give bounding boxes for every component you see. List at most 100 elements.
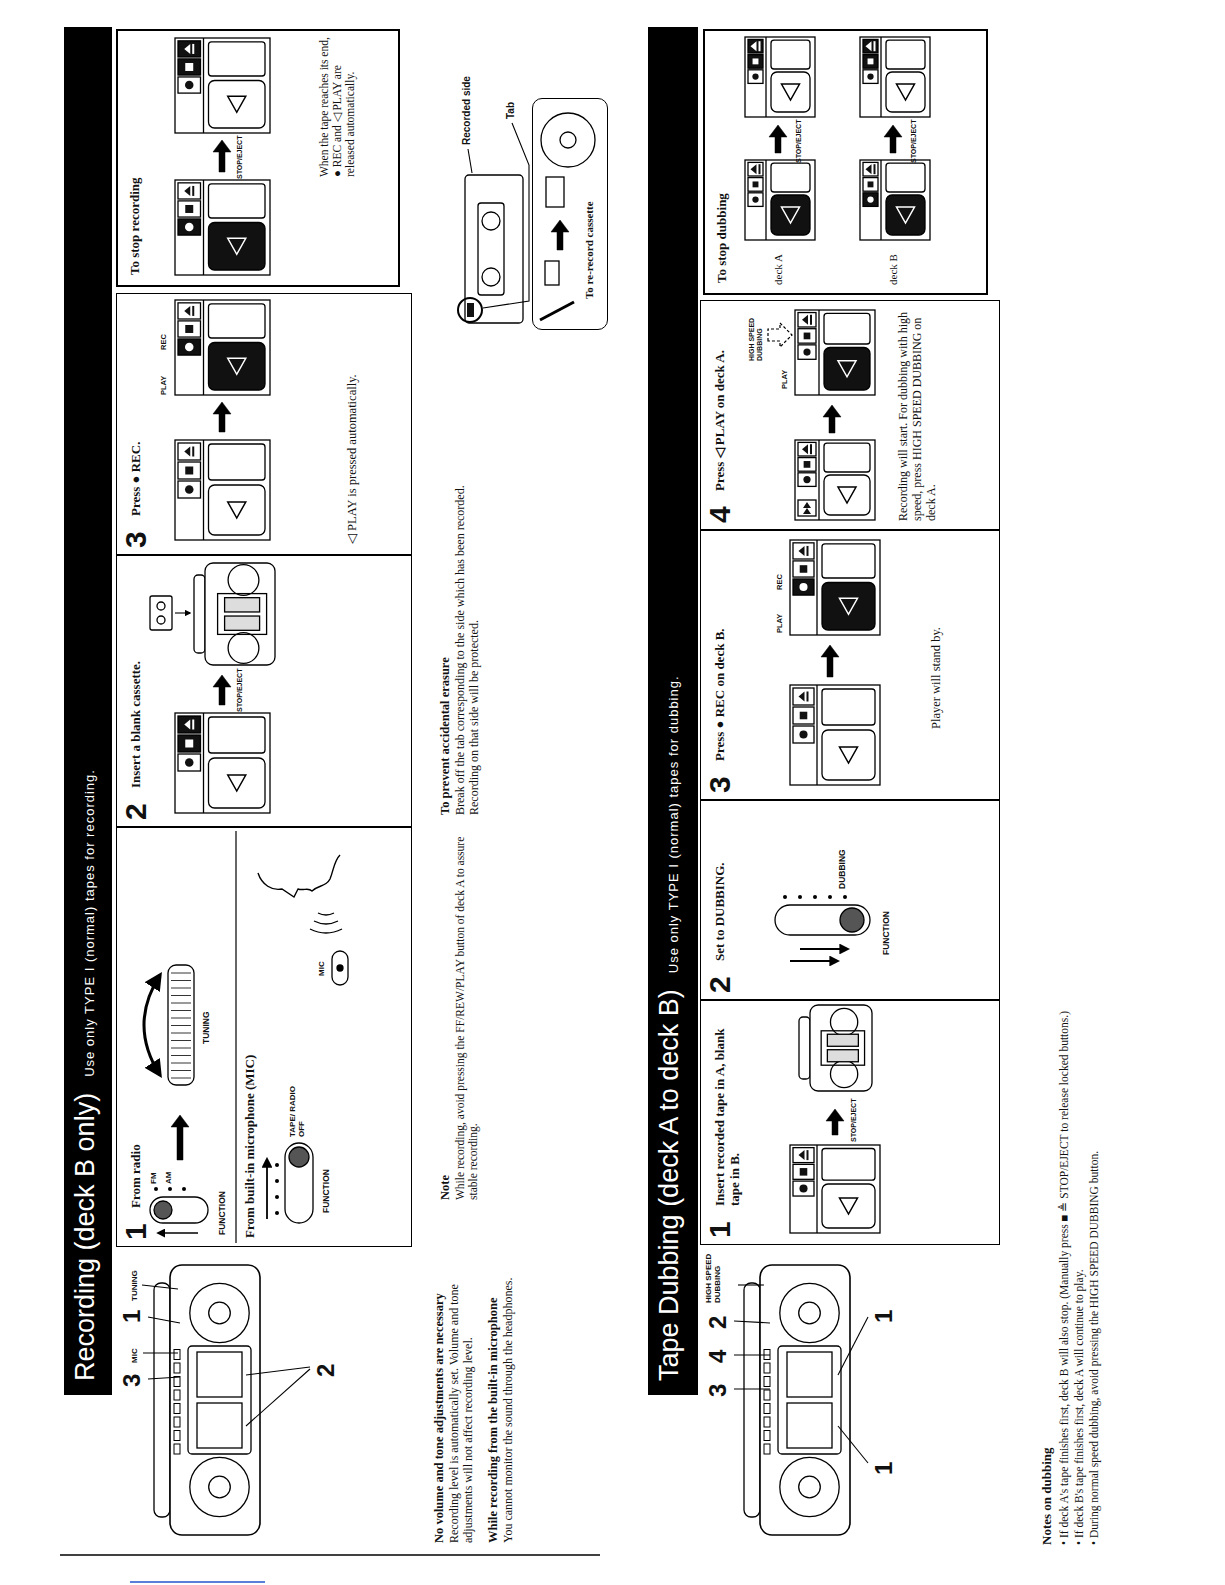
switch-dot <box>275 1179 279 1183</box>
rec-button <box>178 339 201 355</box>
boombox-body <box>170 1265 260 1535</box>
eject-button <box>798 442 816 456</box>
note-text: You cannot monitor the sound through the… <box>502 1253 516 1543</box>
dial-rib <box>171 1055 191 1056</box>
reel <box>482 268 500 286</box>
stop-symbol <box>868 181 874 187</box>
cassette-deck <box>175 38 270 133</box>
deck-door <box>209 304 266 338</box>
part-label: STOP/EJECT <box>795 120 803 163</box>
note-heading: To prevent accidental erasure <box>438 657 452 815</box>
speaker <box>780 1283 839 1342</box>
rec-button <box>798 345 816 359</box>
stop-symbol <box>753 181 759 187</box>
step-panel: 2Insert a blank cassette. <box>116 555 412 827</box>
stop-button <box>748 178 763 192</box>
speaker <box>190 1457 249 1516</box>
part-label: REC <box>160 334 169 350</box>
motion-arrow <box>158 1232 198 1234</box>
eject-symbol <box>192 306 194 316</box>
rec-symbol <box>867 196 873 202</box>
play-symbol <box>782 84 800 100</box>
stop-button <box>178 201 201 217</box>
note-text: Break off the tab corresponding to the s… <box>454 455 482 815</box>
speaker <box>830 1008 857 1035</box>
reel <box>560 132 576 148</box>
section-subtitle: Use only TYPE I (normal) tapes for recor… <box>83 769 98 1077</box>
stop-symbol <box>185 467 193 475</box>
eject-symbol <box>807 1150 809 1160</box>
separator-line <box>235 831 236 1243</box>
switch-dot <box>275 1211 279 1215</box>
dial-rib <box>171 980 191 981</box>
leader-line <box>738 1284 764 1285</box>
play-button <box>209 343 266 391</box>
reel <box>157 602 165 610</box>
rec-symbol <box>185 758 194 767</box>
note-text: • If deck B's tape finishes first, deck … <box>1073 985 1086 1545</box>
step-instruction: Press ◁ PLAY on deck A. <box>713 303 728 491</box>
stop-symbol <box>185 205 193 213</box>
step-number: 1 <box>703 1221 738 1238</box>
eject-symbol <box>759 164 761 174</box>
play-symbol <box>897 207 915 223</box>
step-instruction: From built-in microphone (MIC) <box>243 918 258 1238</box>
step-instruction: Insert recorded tape in A, blank tape in… <box>713 1011 743 1206</box>
deck-door <box>209 184 266 218</box>
step-arrow <box>823 405 841 433</box>
boombox-handle <box>744 1283 760 1517</box>
deck-door <box>771 40 810 69</box>
play-symbol <box>838 487 856 503</box>
mic-hole <box>337 965 343 971</box>
step-instruction: To re-record cassette <box>583 149 596 299</box>
deck-edge <box>818 440 819 520</box>
motion-arrow <box>790 960 838 962</box>
dial-rib <box>171 1018 191 1019</box>
top-button <box>174 1444 180 1454</box>
speaker <box>228 565 259 596</box>
callout-number: 1 <box>870 1462 898 1475</box>
eject-button <box>793 1148 814 1163</box>
play-button <box>822 730 875 780</box>
cassette-deck <box>790 540 880 635</box>
note-heading: While recording from the built-in microp… <box>486 1253 500 1543</box>
dial-rib <box>171 1033 191 1034</box>
boombox-handle <box>194 575 205 653</box>
top-button <box>174 1417 180 1427</box>
step-panel: 4Press ◁ PLAY on deck A.Recording will s… <box>700 300 1000 530</box>
play-symbol <box>228 775 246 791</box>
sound-wave <box>310 929 342 933</box>
rec-button <box>793 726 814 743</box>
boombox-body <box>810 1005 872 1091</box>
eject-button <box>178 41 201 57</box>
deck-panel <box>188 1346 251 1454</box>
stop-symbol <box>753 58 759 64</box>
part-label: AM <box>164 1172 173 1184</box>
deck-edge <box>203 180 204 275</box>
rec-button <box>793 1181 814 1196</box>
cassette-deck <box>790 1145 880 1233</box>
eject-symbol <box>866 164 872 174</box>
play-symbol <box>228 238 246 254</box>
stop-button <box>793 1164 814 1179</box>
boombox-body <box>760 1265 850 1535</box>
play-symbol <box>840 1198 858 1214</box>
part-label: FUNCTION <box>882 911 892 955</box>
stop-button <box>793 561 814 577</box>
part-label: STOP/EJECT <box>910 120 918 163</box>
step-arrow <box>821 645 839 677</box>
deck-door <box>824 313 870 344</box>
eject-symbol <box>810 315 812 325</box>
reel <box>482 212 500 230</box>
deck-edge <box>880 160 881 240</box>
eject-button <box>793 688 814 705</box>
top-button <box>764 1444 770 1454</box>
illustration-frame: To re-record cassette <box>532 98 608 330</box>
section-title: Recording (deck B only) <box>70 1093 101 1381</box>
leader-line <box>148 1377 180 1379</box>
eject-button <box>863 162 878 176</box>
note-text: While recording, avoid pressing the FF/R… <box>454 830 480 1200</box>
part-label: FUNCTION <box>322 1169 332 1213</box>
rec-symbol <box>799 730 807 738</box>
rec-symbol <box>803 348 810 355</box>
